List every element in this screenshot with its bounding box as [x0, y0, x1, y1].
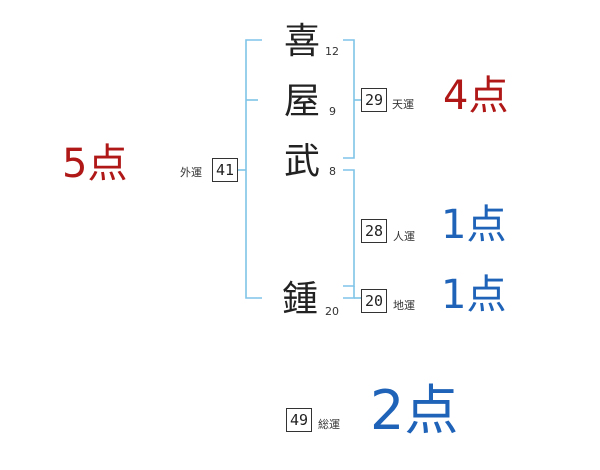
name-char-4: 鍾 [282, 279, 319, 320]
gaiun-value-box: 41 [212, 158, 238, 182]
name-char-1: 喜 [284, 21, 321, 62]
stroke-count-3: 8 [329, 165, 336, 178]
chiun-label: 地運 [393, 299, 415, 312]
soun-value: 49 [289, 411, 309, 429]
jinun-value: 28 [364, 222, 384, 240]
chiun-score: 1点 [441, 272, 507, 318]
jinun-label: 人運 [393, 230, 415, 243]
jinun-value-box: 28 [361, 219, 387, 243]
chiun-value: 20 [364, 292, 384, 310]
tenun-value-box: 29 [361, 88, 387, 112]
outer-bracket [245, 39, 262, 299]
tenun-label: 天運 [392, 98, 414, 111]
chiun-value-box: 20 [361, 289, 387, 313]
gaiun-score: 5点 [62, 141, 128, 187]
gaiun-value: 41 [215, 161, 235, 179]
tenun-value: 29 [364, 91, 384, 109]
soun-value-box: 49 [286, 408, 312, 432]
gaiun-label: 外運 [180, 166, 202, 179]
soun-score: 2点 [370, 379, 459, 442]
chiun-bracket [343, 286, 355, 299]
jinun-bracket [343, 169, 355, 287]
name-char-3: 武 [284, 141, 321, 182]
soun-label: 総運 [318, 418, 340, 431]
tenun-score: 4点 [443, 73, 509, 119]
stroke-count-2: 9 [329, 105, 336, 118]
jinun-score: 1点 [441, 202, 507, 248]
name-char-2: 屋 [284, 81, 321, 122]
stroke-count-1: 12 [325, 45, 339, 58]
tenun-bracket [343, 39, 355, 159]
stroke-count-4: 20 [325, 305, 339, 318]
